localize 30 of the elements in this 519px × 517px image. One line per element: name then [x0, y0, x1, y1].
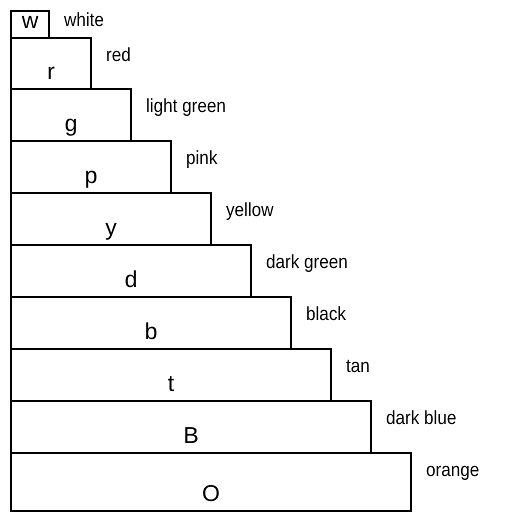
rod-letter: g	[64, 110, 78, 136]
rod-box	[10, 244, 252, 298]
color-name: black	[306, 304, 346, 326]
color-name: dark blue	[386, 408, 456, 430]
rod-letter: r	[46, 58, 56, 84]
rod-box	[10, 140, 172, 194]
rod-letter: B	[182, 422, 200, 448]
color-name: tan	[346, 356, 370, 378]
rod-letter: y	[104, 214, 118, 240]
color-name: yellow	[226, 200, 274, 222]
color-name: pink	[186, 148, 218, 170]
rod-letter: p	[84, 162, 98, 188]
rod-box	[10, 10, 50, 39]
color-name: white	[64, 10, 104, 32]
color-name: orange	[426, 460, 480, 482]
rod-box	[10, 400, 372, 454]
rod-letter: b	[144, 318, 158, 344]
rod-box	[10, 37, 92, 90]
rod-box	[10, 88, 132, 142]
rod-letter: w	[20, 7, 40, 33]
rod-box	[10, 348, 332, 402]
rod-box	[10, 296, 292, 350]
rod-box	[10, 192, 212, 246]
color-name: red	[106, 45, 131, 67]
rod-letter: O	[201, 480, 221, 506]
color-name: dark green	[266, 252, 348, 274]
rod-box	[10, 452, 412, 512]
color-name: light green	[146, 96, 226, 118]
rod-letter: t	[166, 370, 176, 396]
rod-letter: d	[124, 266, 138, 292]
